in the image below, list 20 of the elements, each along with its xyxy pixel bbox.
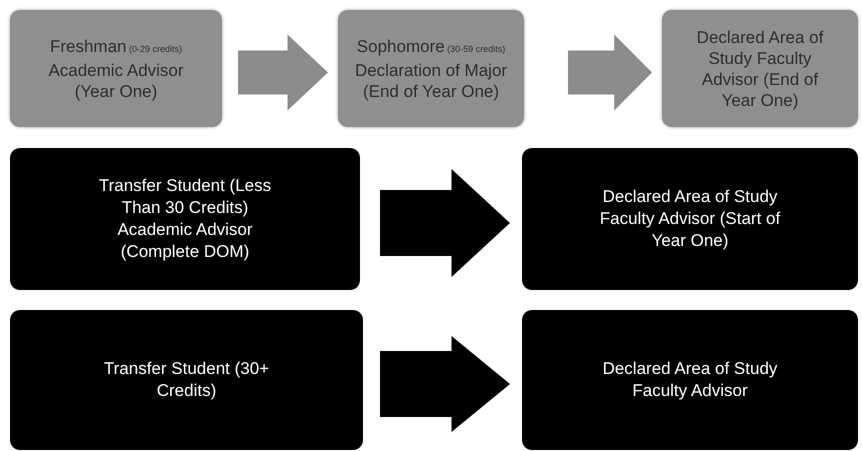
process-box — [10, 310, 363, 450]
process-box — [10, 10, 222, 127]
box-text: Declared Area of Study Faculty Advisor — [602, 358, 778, 402]
process-box — [10, 148, 360, 290]
block-arrow — [380, 169, 510, 277]
box-text: Declaration of Major (End of Year One) — [354, 60, 508, 102]
box-heading: Sophomore(30-59 credits) — [356, 36, 506, 58]
block-arrow — [568, 34, 652, 110]
box-text: Declared Area of Study Faculty Advisor (End of Year One) — [696, 26, 824, 110]
block-arrow — [380, 336, 510, 432]
box-text: Transfer Student (30+ Credits) — [102, 358, 270, 402]
process-box — [522, 310, 858, 450]
box-heading: Freshman(0-29 credits) — [50, 36, 182, 58]
process-box — [338, 10, 524, 127]
box-text: Academic Advisor (Year One) — [47, 60, 185, 102]
box-text: Declared Area of Study Faculty Advisor (Start of Year One) — [598, 186, 782, 252]
process-box — [662, 10, 858, 127]
box-text: Transfer Student (Less Than 30 Credits) Academic Advisor (Complete DOM) — [98, 175, 272, 263]
process-box — [522, 148, 858, 290]
block-arrow — [238, 34, 328, 110]
